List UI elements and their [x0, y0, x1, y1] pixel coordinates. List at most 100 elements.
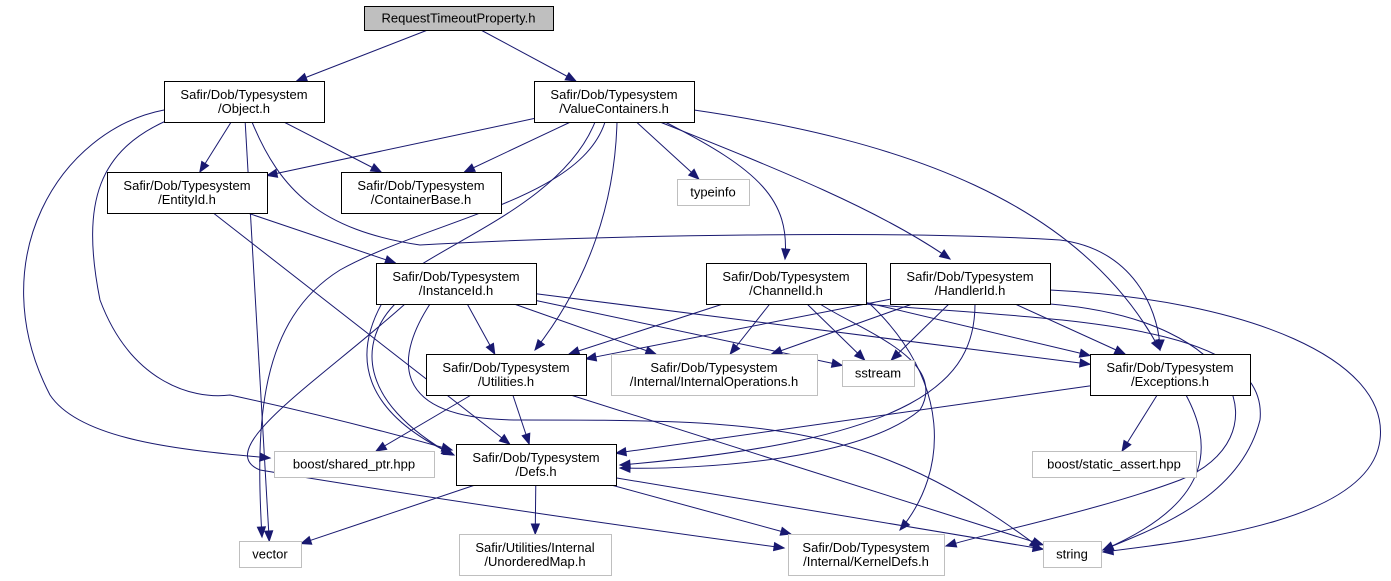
- node-defs[interactable]: Safir/Dob/Typesystem/Defs.h: [456, 444, 617, 486]
- arrowhead-icon: [830, 358, 844, 368]
- edge-line: [300, 484, 476, 545]
- node-label: RequestTimeoutProperty.h: [382, 11, 536, 26]
- edge-valuecontainers-to-typeinfo: [636, 121, 700, 180]
- edge-line: [1014, 303, 1126, 355]
- edge-line: [619, 303, 976, 466]
- node-box: [341, 172, 502, 214]
- edge-line: [806, 303, 865, 361]
- edge-instanceid-to-utilities: [466, 303, 496, 356]
- edge-line: [771, 303, 913, 355]
- node-box: [1090, 354, 1251, 396]
- edge-channelid-to-kerneldefs: [869, 303, 935, 532]
- edge-object-to-containerbase: [283, 121, 383, 173]
- node-entityid[interactable]: Safir/Dob/Typesystem/EntityId.h: [107, 172, 268, 214]
- arrowhead-icon: [498, 433, 511, 445]
- node-string[interactable]: string: [1043, 541, 1102, 568]
- edge-line: [585, 298, 891, 360]
- node-label: /InstanceId.h: [419, 283, 493, 298]
- edge-line: [92, 119, 453, 451]
- arrowhead-icon: [899, 518, 911, 532]
- node-box: [164, 81, 325, 123]
- arrowhead-icon: [369, 162, 383, 173]
- arrowhead-icon: [374, 441, 388, 452]
- node-box: [459, 534, 612, 576]
- node-containerbase[interactable]: Safir/Dob/Typesystem/ContainerBase.h: [341, 172, 502, 214]
- node-label: /HandlerId.h: [935, 283, 1006, 298]
- node-channelid[interactable]: Safir/Dob/Typesystem/ChannelId.h: [706, 263, 867, 305]
- node-box: [1043, 541, 1102, 568]
- arrowhead-icon: [614, 446, 628, 457]
- arrowhead-icon: [567, 346, 581, 356]
- edge-defs-to-unorderedmap: [530, 484, 541, 536]
- node-label: /Exceptions.h: [1131, 374, 1209, 389]
- edge-line: [891, 303, 950, 361]
- node-box: [107, 172, 268, 214]
- arrowhead-icon: [299, 535, 313, 545]
- node-label: /Defs.h: [515, 464, 556, 479]
- edge-line: [869, 303, 935, 531]
- edge-exceptions-to-staticassert: [1121, 394, 1158, 453]
- node-utilities[interactable]: Safir/Dob/Typesystem/Utilities.h: [426, 354, 587, 396]
- edge-line: [283, 121, 382, 173]
- node-vector[interactable]: vector: [239, 541, 302, 568]
- arrowhead-icon: [1078, 358, 1092, 368]
- node-label: Safir/Dob/Typesystem: [357, 178, 484, 193]
- arrowhead-icon: [199, 160, 210, 174]
- node-label: Safir/Dob/Typesystem: [442, 360, 569, 375]
- arrowhead-icon: [1031, 542, 1045, 553]
- node-valuecontainers[interactable]: Safir/Dob/Typesystem/ValueContainers.h: [534, 81, 695, 123]
- edge-instanceid-to-exceptions: [535, 293, 1092, 368]
- node-staticassert[interactable]: boost/static_assert.hpp: [1032, 451, 1197, 478]
- node-internalops[interactable]: Safir/Dob/Typesystem/Internal/InternalOp…: [611, 354, 818, 396]
- edge-line: [464, 121, 571, 173]
- edge-object-to-entityid: [199, 121, 232, 174]
- edge-entityid-to-instanceid: [247, 212, 397, 265]
- arrowhead-icon: [530, 523, 541, 536]
- arrowhead-icon: [779, 526, 793, 536]
- node-box: [456, 444, 617, 486]
- node-root[interactable]: RequestTimeoutProperty.h: [364, 6, 554, 31]
- arrowhead-icon: [772, 541, 786, 552]
- node-object[interactable]: Safir/Dob/Typesystem/Object.h: [164, 81, 325, 123]
- edge-instanceid-to-kerneldefs: [246, 303, 786, 552]
- arrowhead-icon: [781, 248, 791, 261]
- edge-root-to-valuecontainers: [480, 29, 578, 82]
- node-label: vector: [252, 547, 288, 562]
- arrowhead-icon: [383, 255, 397, 265]
- node-label: Safir/Dob/Typesystem: [392, 269, 519, 284]
- node-sharedptr[interactable]: boost/shared_ptr.hpp: [274, 451, 435, 478]
- arrowhead-icon: [256, 526, 267, 539]
- edge-utilities-to-sharedptr: [374, 394, 472, 452]
- arrowhead-icon: [1101, 541, 1115, 551]
- node-label: string: [1056, 547, 1088, 562]
- edge-instanceid-to-defs: [371, 303, 454, 456]
- node-exceptions[interactable]: Safir/Dob/Typesystem/Exceptions.h: [1090, 354, 1251, 396]
- arrowhead-icon: [440, 445, 454, 456]
- node-label: boost/static_assert.hpp: [1047, 457, 1181, 472]
- arrowhead-icon: [853, 349, 866, 361]
- node-kerneldefs[interactable]: Safir/Dob/Typesystem/Internal/KernelDefs…: [788, 534, 945, 576]
- node-label: Safir/Dob/Typesystem: [550, 87, 677, 102]
- arrowhead-icon: [263, 530, 274, 543]
- edge-line: [371, 303, 453, 456]
- node-handlerid[interactable]: Safir/Dob/Typesystem/HandlerId.h: [890, 263, 1051, 305]
- node-label: /ContainerBase.h: [371, 192, 471, 207]
- node-typeinfo[interactable]: typeinfo: [677, 179, 750, 206]
- node-unorderedmap[interactable]: Safir/Utilities/Internal/UnorderedMap.h: [459, 534, 612, 576]
- node-box: [1032, 451, 1197, 478]
- edge-line: [534, 121, 618, 351]
- node-label: /EntityId.h: [158, 192, 216, 207]
- node-label: Safir/Dob/Typesystem: [1106, 360, 1233, 375]
- node-label: /UnorderedMap.h: [484, 554, 585, 569]
- node-label: /Object.h: [218, 101, 270, 116]
- node-sstream[interactable]: sstream: [842, 360, 915, 387]
- edge-line: [615, 477, 1044, 550]
- edge-handlerid-to-sstream: [890, 303, 950, 361]
- edge-line: [375, 394, 472, 452]
- node-instanceid[interactable]: Safir/Dob/Typesystem/InstanceId.h: [376, 263, 537, 305]
- node-box: [239, 541, 302, 568]
- arrowhead-icon: [265, 168, 279, 178]
- node-label: sstream: [855, 366, 901, 381]
- edge-handlerid-to-defs: [618, 303, 976, 469]
